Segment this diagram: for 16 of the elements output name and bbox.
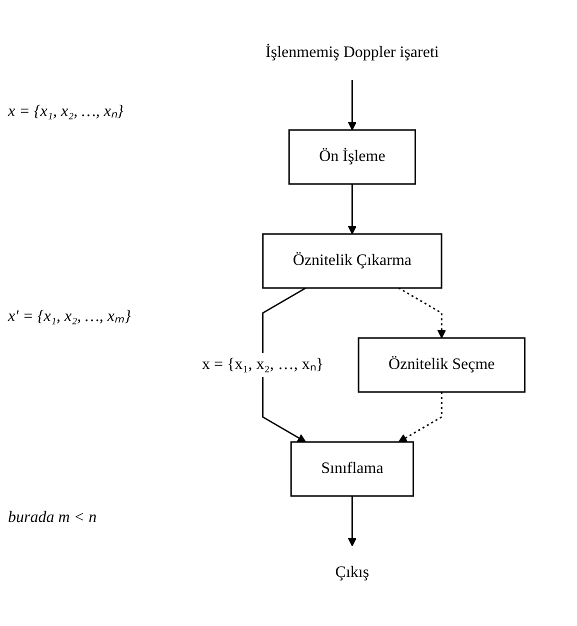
arrow [348,80,357,130]
formula-label: burada m < n [8,508,98,527]
formula-label: x = {x₁, x₂, …, xₙ} [8,102,124,122]
node-box: Sınıflama [290,441,414,497]
node-text: Çıkış [335,564,370,581]
node-box: Öznitelik Çıkarma [262,233,442,289]
node-box: Ön İşleme [288,129,416,185]
node-box: Öznitelik Seçme [358,337,526,393]
arrow [398,287,446,338]
node-text: İşlenmemiş Doppler işareti [266,44,439,61]
formula-label: x′ = {x₁, x₂, …, xₘ} [8,306,132,326]
arrow [348,496,357,546]
arrow [398,392,443,442]
edge-label: x = {x₁, x₂, …, xₙ} [202,356,324,373]
arrow [262,287,306,442]
arrow [348,184,357,234]
